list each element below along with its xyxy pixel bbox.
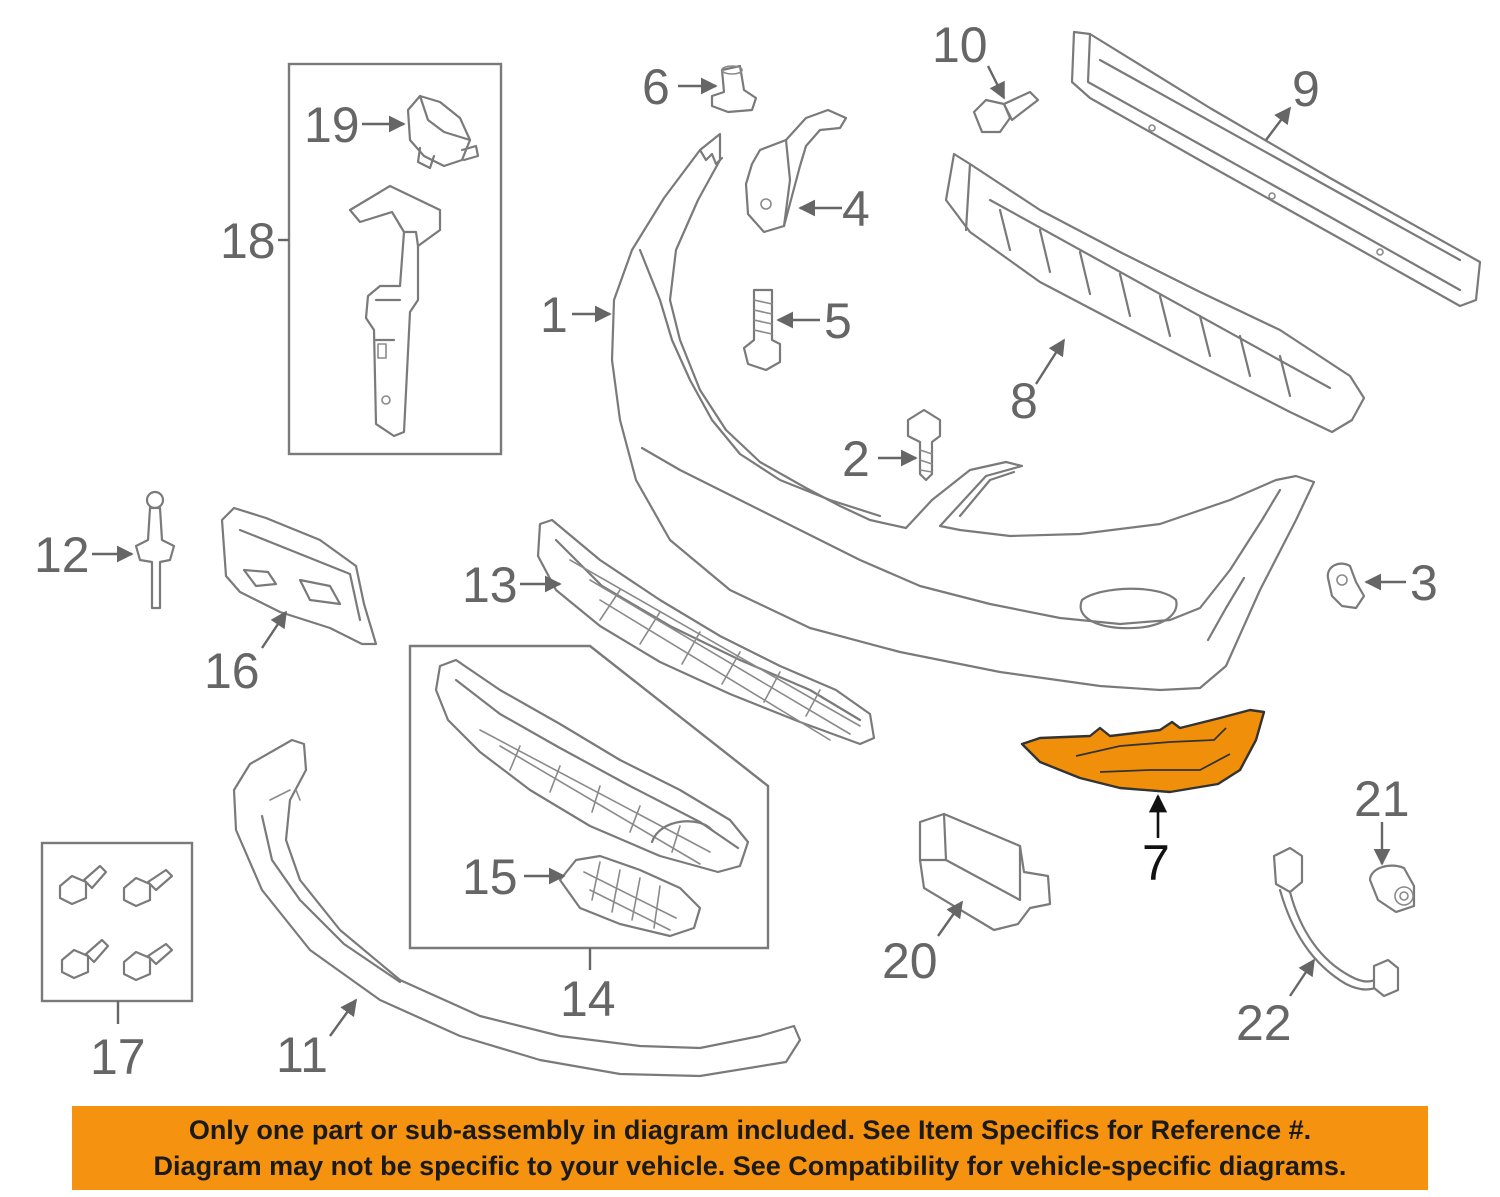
part-9-reinforcement [1070, 30, 1482, 308]
part-16-license-bracket [220, 506, 378, 646]
callout-14: 14 [560, 971, 616, 1027]
part-7-fog-bezel [1020, 708, 1266, 794]
group-box-14 [408, 644, 770, 950]
callout-10: 10 [932, 17, 988, 73]
callout-15: 15 [462, 849, 518, 905]
part-17-bolts [58, 864, 174, 982]
callout-13: 13 [462, 557, 518, 613]
part-1-bumper-cover [610, 132, 1316, 692]
part-4-bracket [744, 108, 848, 234]
part-22-harness [1272, 846, 1400, 998]
disclaimer-line-1: Only one part or sub-assembly in diagram… [188, 1115, 1312, 1145]
part-11-deflector [232, 738, 802, 1078]
callout-2: 2 [842, 431, 870, 487]
disclaimer-line-2: Diagram may not be specific to your vehi… [153, 1151, 1347, 1181]
part-12-pin [134, 490, 176, 610]
callout-12: 12 [34, 527, 90, 583]
part-10-bolt [972, 90, 1040, 134]
callout-21: 21 [1354, 771, 1410, 827]
callout-20: 20 [882, 933, 938, 989]
callout-3: 3 [1410, 555, 1438, 611]
part-14-grille-assembly [434, 658, 750, 874]
callout-16: 16 [204, 643, 260, 699]
callout-8: 8 [1010, 373, 1038, 429]
part-2-screw [906, 408, 942, 482]
callout-5: 5 [824, 293, 852, 349]
part-15-insert [558, 854, 702, 938]
callout-9: 9 [1292, 61, 1320, 117]
callout-22: 22 [1236, 995, 1292, 1051]
callout-11: 11 [276, 1027, 328, 1083]
part-8-absorber [944, 152, 1366, 434]
callout-19: 19 [304, 97, 360, 153]
group-box-18 [287, 62, 503, 456]
callout-7: 7 [1142, 835, 1170, 891]
part-5-bolt [742, 288, 782, 372]
callout-6: 6 [642, 59, 670, 115]
callout-labels: 1 2 3 4 5 6 7 8 9 10 11 12 13 14 15 16 1… [34, 17, 1438, 1085]
group-box-17 [40, 841, 194, 1003]
part-20-radar-module [918, 812, 1052, 932]
callout-4: 4 [842, 181, 870, 237]
callout-1: 1 [540, 287, 568, 343]
callout-18: 18 [220, 213, 276, 269]
part-3-clip [1326, 562, 1366, 610]
part-18-bracket [348, 184, 442, 438]
leader-lines [92, 65, 1406, 1037]
part-21-sensor [1368, 864, 1416, 914]
part-6-clip [710, 64, 758, 114]
part-13-grille [536, 518, 876, 746]
disclaimer-banner: Only one part or sub-assembly in diagram… [72, 1106, 1428, 1190]
part-19-sensor [406, 94, 480, 170]
callout-17: 17 [90, 1029, 146, 1085]
